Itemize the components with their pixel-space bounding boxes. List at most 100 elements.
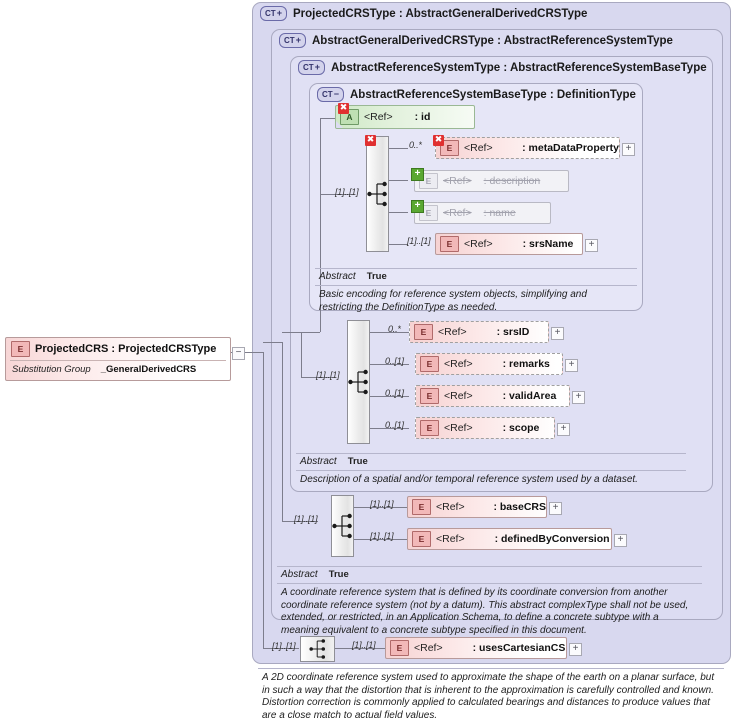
node-metadataproperty[interactable]: E <Ref> : metaDataProperty bbox=[435, 137, 620, 159]
connector bbox=[320, 118, 335, 119]
node-name: : validArea bbox=[502, 390, 557, 402]
element-badge: E bbox=[440, 236, 459, 252]
element-badge: E bbox=[420, 420, 439, 436]
cardinality-label-sequence-projected: [1]..[1] bbox=[272, 641, 296, 651]
substitution-group-label: Substitution Group bbox=[12, 364, 91, 375]
node-ref: <Ref> bbox=[444, 390, 473, 402]
complextype-collapse-icon[interactable]: CT− bbox=[317, 87, 344, 102]
container-title: AbstractGeneralDerivedCRSType : Abstract… bbox=[312, 34, 673, 47]
node-ref: <Ref> bbox=[444, 358, 473, 370]
node-name: : id bbox=[414, 111, 431, 123]
cardinality-label: [1]..[1] bbox=[407, 236, 431, 246]
element-badge: E bbox=[420, 388, 439, 404]
cardinality-label: [1]..[1] bbox=[370, 499, 394, 509]
doc-panel-projected: A 2D coordinate reference system used to… bbox=[258, 668, 724, 722]
sequence-connector-projected[interactable] bbox=[300, 636, 335, 662]
node-basecrs[interactable]: E <Ref> : baseCRS bbox=[407, 496, 547, 518]
connector bbox=[320, 194, 352, 195]
complextype-expand-icon[interactable]: CT+ bbox=[298, 60, 325, 75]
node-ref: <Ref> bbox=[438, 326, 467, 338]
divider bbox=[296, 453, 686, 454]
cardinality-label: 0..[1] bbox=[385, 356, 404, 366]
node-remarks[interactable]: E <Ref> : remarks bbox=[415, 353, 563, 375]
expand-button[interactable]: + bbox=[569, 643, 582, 656]
node-name: : remarks bbox=[502, 358, 550, 370]
expand-button[interactable]: + bbox=[557, 423, 570, 436]
added-marker-icon: + bbox=[411, 168, 424, 181]
connector bbox=[301, 332, 320, 333]
root-title-row: E ProjectedCRS : ProjectedCRSType bbox=[6, 338, 230, 360]
container-title: AbstractReferenceSystemBaseType : Defini… bbox=[350, 88, 636, 101]
element-badge: E bbox=[11, 341, 30, 357]
root-element-projectedcrs[interactable]: E ProjectedCRS : ProjectedCRSType Substi… bbox=[5, 337, 231, 381]
container-header-abstractreferencesystemtype[interactable]: CT+ AbstractReferenceSystemType : Abstra… bbox=[298, 60, 707, 75]
sequence-connector-referencesystem[interactable] bbox=[347, 320, 370, 444]
connector bbox=[282, 342, 283, 521]
node-srsid[interactable]: E <Ref> : srsID bbox=[409, 321, 549, 343]
sequence-connector-basetype[interactable] bbox=[366, 136, 389, 252]
node-scope[interactable]: E <Ref> : scope bbox=[415, 417, 555, 439]
connector bbox=[367, 396, 409, 397]
sequence-connector-generalderived[interactable] bbox=[331, 495, 354, 557]
node-ref: <Ref> bbox=[444, 422, 473, 434]
cardinality-label: 0..* bbox=[388, 324, 401, 334]
node-id[interactable]: A <Ref> : id bbox=[335, 105, 475, 129]
node-ref: <Ref> bbox=[414, 642, 443, 654]
sequence-icon bbox=[331, 513, 352, 539]
node-definedbyconversion[interactable]: E <Ref> : definedByConversion bbox=[407, 528, 612, 550]
connector bbox=[386, 244, 408, 245]
node-name: : srsName bbox=[522, 238, 574, 250]
node-ref: <Ref> bbox=[464, 238, 493, 250]
container-header-abstractgeneralderivedcrstype[interactable]: CT+ AbstractGeneralDerivedCRSType : Abst… bbox=[279, 33, 673, 48]
doc-panel-referencesystem: Abstract True Description of a spatial a… bbox=[296, 453, 686, 487]
node-name: : definedByConversion bbox=[494, 533, 610, 545]
node-description[interactable]: E <Ref> : description bbox=[414, 170, 569, 192]
substitution-group-row: Substitution Group _GeneralDerivedCRS bbox=[6, 361, 230, 375]
required-marker-icon: ✖ bbox=[433, 135, 444, 146]
connector bbox=[263, 342, 282, 343]
container-header-abstractreferencesystembasetype[interactable]: CT− AbstractReferenceSystemBaseType : De… bbox=[317, 87, 636, 102]
collapse-button[interactable]: − bbox=[232, 347, 245, 360]
connector bbox=[320, 118, 321, 332]
cardinality-label: [1]..[1] bbox=[370, 531, 394, 541]
node-name-element[interactable]: E <Ref> : name bbox=[414, 202, 551, 224]
connector bbox=[352, 539, 407, 540]
expand-button[interactable]: + bbox=[565, 359, 578, 372]
abstract-label: Abstract bbox=[300, 456, 337, 467]
doc-text: Basic encoding for reference system obje… bbox=[319, 289, 587, 313]
expand-button[interactable]: + bbox=[549, 502, 562, 515]
connector bbox=[231, 352, 263, 353]
expand-button[interactable]: + bbox=[622, 143, 635, 156]
cardinality-label: 0..[1] bbox=[385, 420, 404, 430]
container-title: ProjectedCRSType : AbstractGeneralDerive… bbox=[293, 7, 588, 20]
substitution-group-value: _GeneralDerivedCRS bbox=[100, 364, 197, 375]
element-badge: E bbox=[390, 640, 409, 656]
complextype-expand-icon[interactable]: CT+ bbox=[260, 6, 287, 21]
divider bbox=[296, 470, 686, 471]
abstract-value: True bbox=[347, 456, 368, 467]
expand-button[interactable]: + bbox=[551, 327, 564, 340]
container-title: AbstractReferenceSystemType : AbstractRe… bbox=[331, 61, 707, 74]
cardinality-label-sequence-generalderived: [1]..[1] bbox=[294, 514, 318, 524]
expand-button[interactable]: + bbox=[614, 534, 627, 547]
divider bbox=[315, 285, 637, 286]
added-marker-icon: + bbox=[411, 200, 424, 213]
node-usescartesiancs[interactable]: E <Ref> : usesCartesianCS bbox=[385, 637, 567, 659]
expand-button[interactable]: + bbox=[572, 391, 585, 404]
node-name: : metaDataProperty bbox=[522, 142, 619, 154]
node-ref: <Ref> bbox=[436, 501, 465, 513]
element-badge: E bbox=[414, 324, 433, 340]
node-name: : baseCRS bbox=[493, 501, 546, 513]
abstract-label: Abstract bbox=[319, 271, 356, 282]
node-ref: <Ref> bbox=[436, 533, 465, 545]
complextype-expand-icon[interactable]: CT+ bbox=[279, 33, 306, 48]
element-badge: E bbox=[440, 140, 459, 156]
node-ref: <Ref> bbox=[443, 207, 472, 219]
cardinality-label-sequence-basetype: [1]..[1] bbox=[335, 187, 359, 197]
expand-button[interactable]: + bbox=[585, 239, 598, 252]
node-srsname[interactable]: E <Ref> : srsName bbox=[435, 233, 583, 255]
container-header-projectedcrstype[interactable]: CT+ ProjectedCRSType : AbstractGeneralDe… bbox=[260, 6, 587, 21]
root-title: ProjectedCRS : ProjectedCRSType bbox=[35, 343, 217, 355]
node-validarea[interactable]: E <Ref> : validArea bbox=[415, 385, 570, 407]
cardinality-label: [1]..[1] bbox=[352, 640, 376, 650]
